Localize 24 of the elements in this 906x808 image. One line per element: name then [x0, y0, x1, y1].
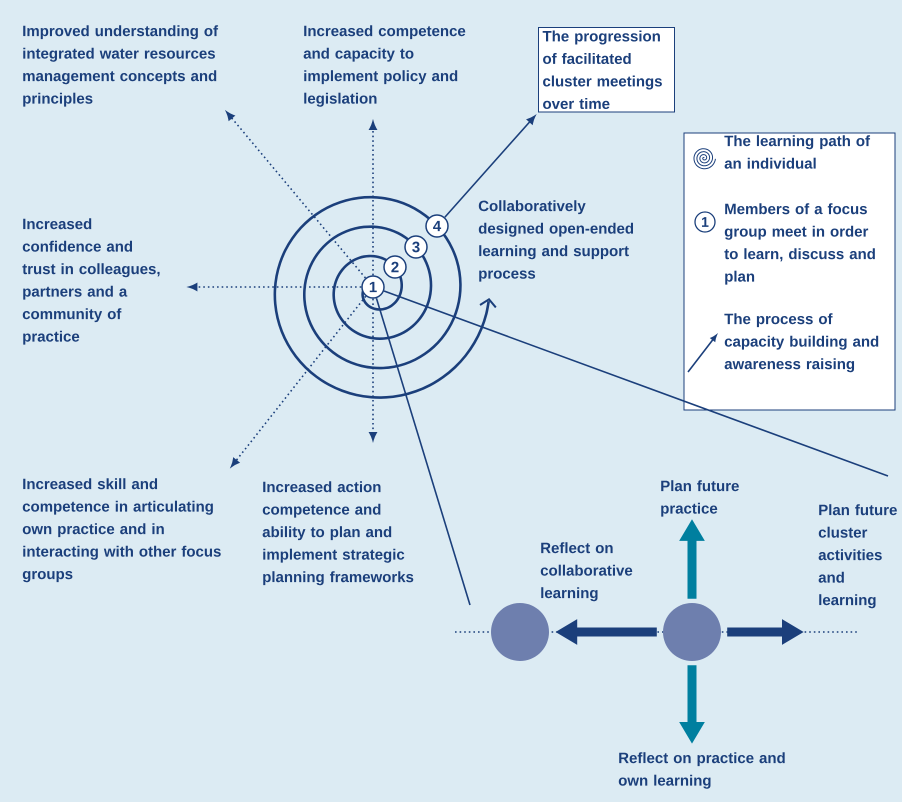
arrow: [444, 115, 536, 218]
timeline-circle: [491, 603, 549, 661]
outcome-text: Increased action competence and ability to plan and implement strategic planning frameworks: [262, 481, 414, 586]
outcome-text: Reflect on collaborative learning: [540, 542, 632, 602]
arrow: [188, 283, 362, 291]
arrow: [369, 121, 377, 276]
outcome-text: Increased skill and competence in articulating own practice and in interacting with other focus groups: [22, 478, 221, 582]
arrow: [230, 296, 366, 467]
outcome-text: Reflect on practice and own learning: [618, 752, 785, 789]
timeline-circle: [663, 603, 721, 661]
outcome-text: Plan future practice: [661, 480, 739, 517]
legend-text: Members of a focus group meet in order to learn, discuss and plan: [724, 203, 875, 285]
outcome-text: Plan future cluster activities and learning: [818, 504, 897, 608]
legend-text: The process of capacity building and awareness raising: [724, 313, 878, 372]
note-box: The progression of facilitated cluster meetings over time: [538, 27, 675, 113]
legend-text: The learning path of an individual: [724, 135, 870, 169]
connector-line: [376, 298, 471, 606]
arrow: [369, 298, 377, 441]
outcome-text: Improved understanding of integrated water resources management concepts and principles: [23, 25, 218, 107]
arrow: [226, 111, 366, 278]
description-text: Collaboratively designed open-ended learning and support process: [478, 200, 634, 282]
outcome-text: Increased confidence and trust in colleagues, partners and a community of practice: [22, 218, 160, 345]
connector-line: [384, 290, 888, 477]
outcome-text: Increased competence and capacity to implement policy and legislation: [304, 25, 466, 107]
